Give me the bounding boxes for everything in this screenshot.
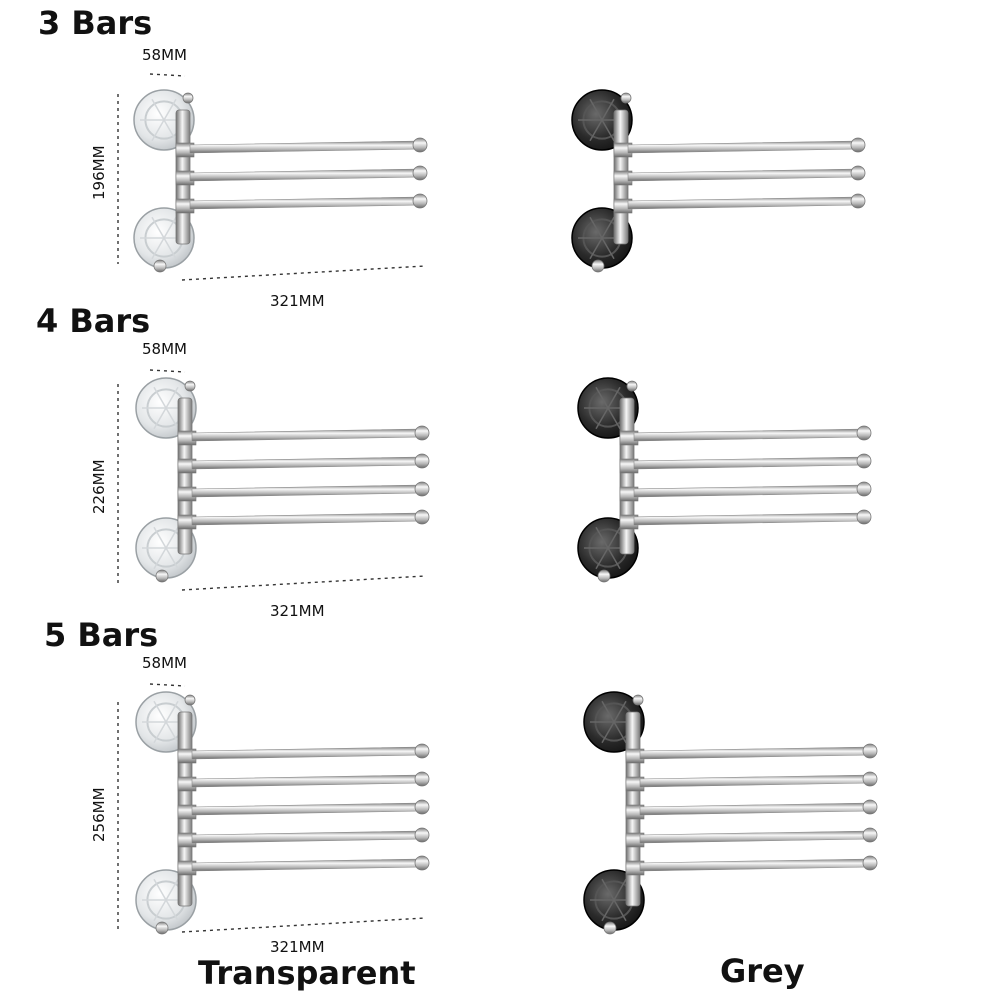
width-label: 58MM <box>142 654 187 672</box>
section-title-3-bars: 3 Bars <box>38 4 153 42</box>
variant-label-transparent: Transparent <box>198 954 416 992</box>
length-label: 321MM <box>270 292 325 310</box>
width-label: 58MM <box>142 46 187 64</box>
section-title-4-bars: 4 Bars <box>36 302 151 340</box>
towel-rack-icon <box>583 691 878 935</box>
length-label: 321MM <box>270 602 325 620</box>
towel-rack-icon <box>133 89 428 273</box>
section-title-5-bars: 5 Bars <box>44 616 159 654</box>
length-label: 321MM <box>270 938 325 956</box>
towel-rack-icon <box>135 691 430 935</box>
towel-rack-icon <box>571 89 866 273</box>
towel-rack-icon <box>577 377 872 583</box>
variant-label-grey: Grey <box>720 952 805 990</box>
towel-rack-icon <box>135 377 430 583</box>
width-label: 58MM <box>142 340 187 358</box>
